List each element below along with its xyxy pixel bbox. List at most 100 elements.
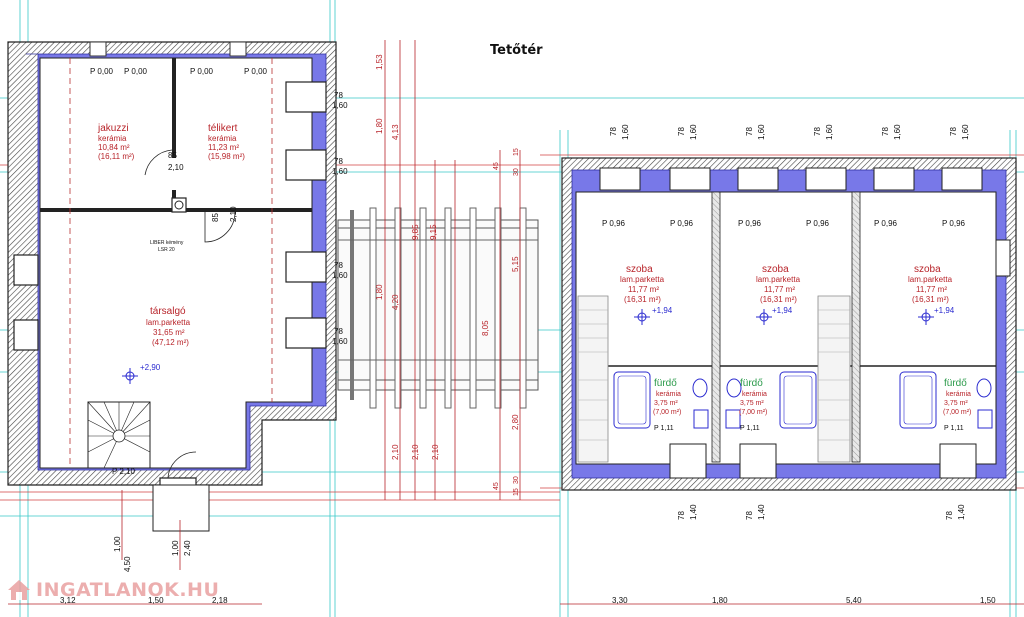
room-floor: lam.parketta [756, 275, 801, 284]
room-furdo-1: fürdő kerámia 3,75 m² (7,00 m²) P 1,11 [653, 378, 681, 432]
room-name: szoba [914, 264, 941, 275]
dim-label: 1,60 [893, 124, 902, 140]
dormer-height: 1,60 [332, 337, 348, 346]
dim-label: 3,30 [612, 596, 628, 605]
dim-label: 5,40 [846, 596, 862, 605]
room-floor: kerámia [656, 391, 681, 398]
dim-label: 5,15 [511, 256, 520, 272]
floor-level: P 1,11 [740, 425, 760, 432]
level-label: P 0,00 [244, 67, 268, 76]
room-floor: lam.parketta [620, 275, 665, 284]
room-name: szoba [762, 264, 789, 275]
watermark-text: INGATLANOK.HU [36, 579, 220, 601]
room-area-gross: (16,31 m²) [760, 295, 797, 304]
dim-label: 2,40 [183, 540, 192, 556]
dim-label: 4,50 [123, 556, 132, 572]
floor-level: P 1,11 [944, 425, 964, 432]
door-height: 2,10 [229, 206, 238, 222]
entrance-dims: 1,00 4,50 1,00 2,40 [113, 536, 192, 572]
dormer-labels-left: 78 1,60 78 1,60 78 1,60 78 1,60 [332, 91, 348, 346]
room-name: társalgó [150, 306, 186, 317]
room-area: 11,77 m² [764, 285, 795, 294]
dormer-width: 78 [334, 261, 343, 270]
chimney-size: LSR 20 [158, 247, 175, 253]
left-building-walls [7, 41, 337, 532]
dim-label: 1,53 [375, 54, 384, 70]
dim-label: 2,10 [391, 444, 400, 460]
bottom-window-dims-right: 78 1,40 78 1,40 78 1,40 [677, 504, 966, 520]
room-furdo-3: fürdő kerámia 3,75 m² (7,00 m²) P 1,11 [943, 378, 971, 432]
chimney-type: LIBER kémény [150, 240, 184, 246]
dim-label: 30 [513, 476, 520, 484]
room-area-gross: (16,31 m²) [912, 295, 949, 304]
room-floor: lam.parketta [146, 318, 191, 327]
level-label: P 0,96 [874, 219, 898, 228]
dim-label: 45 [493, 162, 500, 170]
dormer-width: 78 [334, 157, 343, 166]
room-area-gross: (7,00 m²) [943, 409, 971, 416]
pergola-beams [338, 207, 538, 409]
room-area-gross: (15,98 m²) [208, 152, 245, 161]
room-name: fürdő [654, 378, 677, 389]
dim-label: 1,00 [171, 540, 180, 556]
room-area: 10,84 m² [98, 143, 130, 152]
dim-label: 78 [949, 127, 958, 136]
room-jakuzzi: jakuzzi kerámia 10,84 m² (16,11 m²) [97, 123, 135, 161]
room-area: 3,75 m² [944, 400, 968, 407]
room-floor: lam.parketta [908, 275, 953, 284]
dim-label: 4,20 [391, 294, 400, 310]
level-label: P 0,96 [670, 219, 694, 228]
dim-label: 15 [513, 488, 520, 496]
room-area-gross: (47,12 m²) [152, 338, 189, 347]
room-floor: kerámia [946, 391, 971, 398]
level-label: P 0,96 [738, 219, 762, 228]
dim-label: 78 [609, 127, 618, 136]
dim-label: 1,80 [712, 596, 728, 605]
room-szoba-1: szoba lam.parketta 11,77 m² (16,31 m²) +… [620, 264, 673, 315]
room-szoba-3: szoba lam.parketta 11,77 m² (16,31 m²) +… [908, 264, 955, 315]
dim-label: 1,50 [148, 596, 164, 605]
room-area: 3,75 m² [740, 400, 764, 407]
dim-label: 4,13 [391, 124, 400, 140]
floor-level-labels-left: P 0,00 P 0,00 P 0,00 P 0,00 [90, 67, 268, 76]
level-mark: +1,94 [772, 306, 793, 315]
dim-label: 1,60 [961, 124, 970, 140]
dim-label: 1,80 [375, 284, 384, 300]
level-marker-icons-right [634, 309, 934, 325]
dormer-width: 78 [334, 327, 343, 336]
dim-label: 78 [881, 127, 890, 136]
dim-label: 9,85 [411, 224, 420, 240]
dim-label: 78 [745, 127, 754, 136]
room-area-gross: (16,11 m²) [98, 152, 135, 161]
room-area: 11,77 m² [916, 285, 947, 294]
dim-label: 8,05 [481, 320, 490, 336]
chimney-label: LIBER kémény LSR 20 [150, 240, 184, 253]
level-label: P 0,00 [124, 67, 148, 76]
dim-label: 15 [513, 148, 520, 156]
floor-level-labels-right: P 0,96 P 0,96 P 0,96 P 0,96 P 0,96 P 0,9… [602, 219, 966, 228]
room-name: szoba [626, 264, 653, 275]
level-marker-icon [122, 368, 138, 384]
dim-label: 1,60 [757, 124, 766, 140]
bottom-dims-left: 3,12 1,50 2,18 [60, 596, 228, 605]
watermark: INGATLANOK.HU [6, 578, 219, 602]
dim-label: 1,40 [689, 504, 698, 520]
dim-label: 1,40 [957, 504, 966, 520]
dim-label: 2,10 [431, 444, 440, 460]
pergola-bridge [337, 207, 539, 409]
room-name: télikert [208, 123, 238, 134]
room-area-gross: (16,31 m²) [624, 295, 661, 304]
room-area: 3,75 m² [654, 400, 678, 407]
level-label: P 0,96 [602, 219, 626, 228]
level-label: P 0,00 [90, 67, 114, 76]
room-area: 31,65 m² [153, 328, 185, 337]
level-mark: +2,90 [140, 363, 161, 372]
dim-label: 78 [745, 511, 754, 520]
room-area-gross: (7,00 m²) [653, 409, 681, 416]
dim-label: 2,10 [411, 444, 420, 460]
dormer-height: 1,60 [332, 271, 348, 280]
middle-vertical-dims: 1,53 4,13 1,80 1,80 4,20 9,85 8,05 9,15 … [375, 54, 520, 460]
dim-label: 78 [813, 127, 822, 136]
plan-title: Tetőtér [490, 43, 543, 58]
